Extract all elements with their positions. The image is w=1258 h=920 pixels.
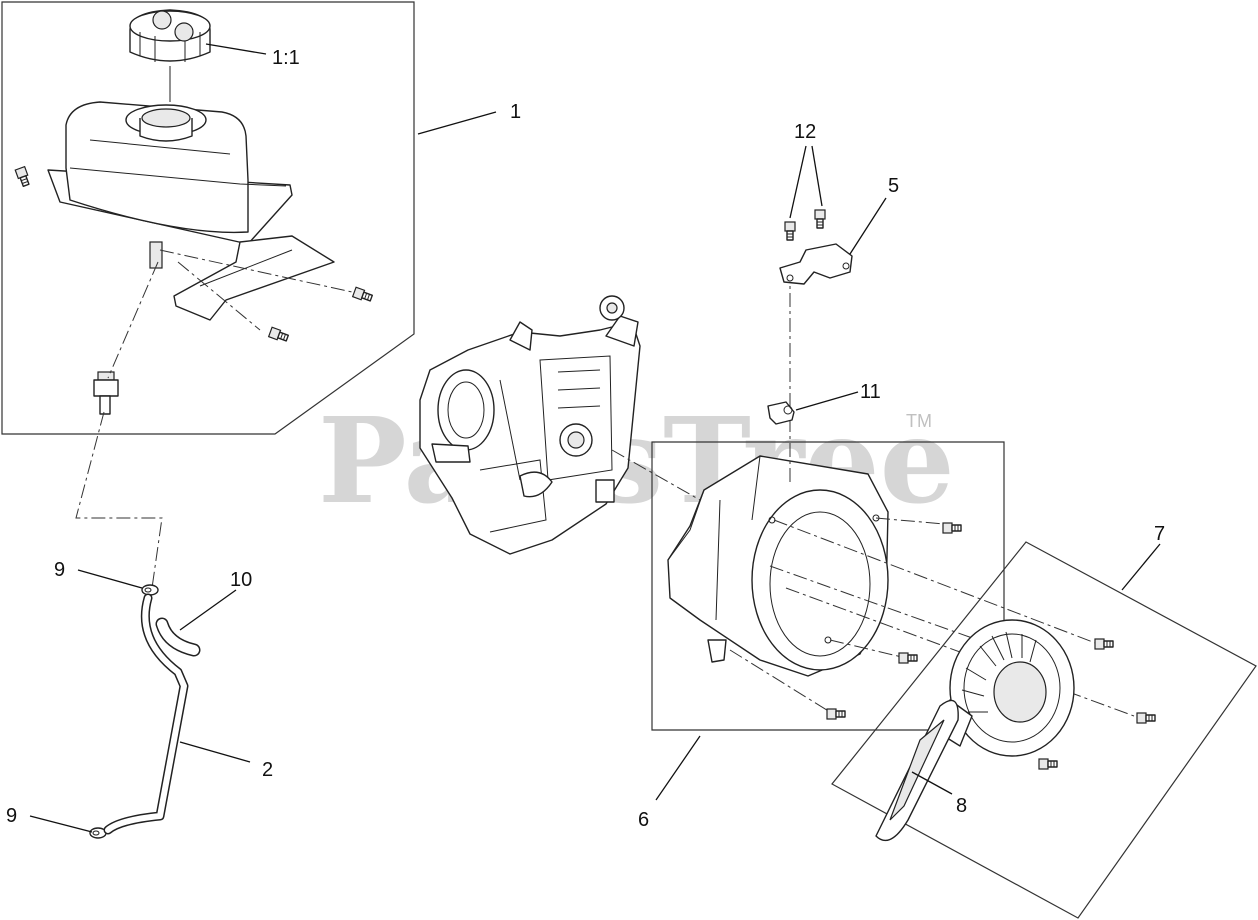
bolt-icon[interactable]	[898, 652, 918, 664]
recoil-starter-icon[interactable]	[943, 619, 1075, 757]
callout-6: 6	[638, 809, 649, 831]
callout-8: 8	[956, 795, 967, 817]
bolt-icon[interactable]	[814, 209, 826, 229]
engine-block-icon	[419, 295, 641, 555]
bolt-icon[interactable]	[351, 286, 374, 304]
bracket-icon[interactable]	[779, 243, 853, 285]
bolt-icon[interactable]	[1038, 758, 1058, 770]
fuel-line-icon[interactable]	[103, 593, 189, 835]
recoil-starter-frame	[831, 541, 1257, 919]
hose-icon[interactable]	[155, 617, 201, 657]
fuel-tank-icon[interactable]	[47, 101, 293, 269]
callout-2: 2	[262, 759, 273, 781]
fuel-valve-icon[interactable]	[93, 371, 119, 415]
fuel-cap-icon[interactable]	[129, 9, 211, 102]
callout-1: 1	[510, 101, 521, 123]
bolt-icon[interactable]	[942, 522, 962, 534]
bolt-icon[interactable]	[826, 708, 846, 720]
bolt-icon[interactable]	[1094, 638, 1114, 650]
fuel-tank-kit-frame	[1, 1, 415, 435]
callout-5: 5	[888, 175, 899, 197]
bolt-icon[interactable]	[14, 165, 32, 188]
bolt-icon[interactable]	[784, 221, 796, 241]
starter-handle-icon[interactable]	[875, 699, 959, 842]
callout-11: 11	[860, 381, 881, 403]
callout-9-upper: 9	[54, 559, 65, 581]
bolt-icon[interactable]	[1136, 712, 1156, 724]
blower-housing-icon[interactable]	[667, 455, 889, 677]
bolt-icon[interactable]	[267, 326, 290, 344]
callout-7: 7	[1154, 523, 1165, 545]
heat-shield-icon[interactable]	[173, 235, 335, 321]
callout-9-lower: 9	[6, 805, 17, 827]
callout-1-1: 1:1	[272, 47, 300, 69]
leader-lines	[29, 43, 1161, 833]
callout-10: 10	[230, 569, 252, 591]
watermark-trademark: TM	[906, 411, 932, 431]
hose-clamp-icon[interactable]	[141, 584, 159, 596]
clip-icon[interactable]	[767, 401, 795, 425]
callout-12: 12	[794, 121, 816, 143]
